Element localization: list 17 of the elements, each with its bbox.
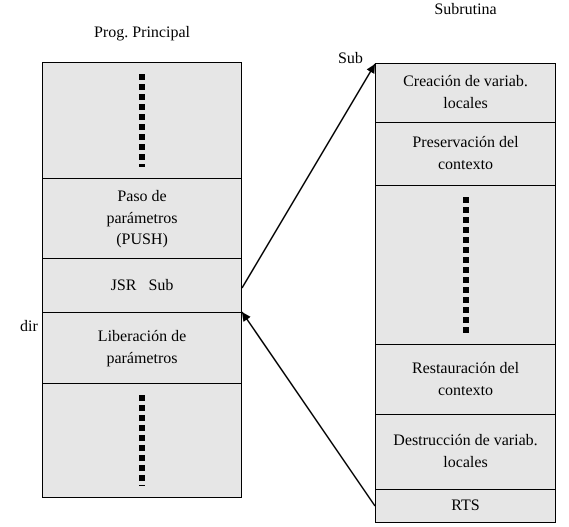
address-label: dir — [20, 318, 38, 336]
column-title: Prog. Principal — [93, 24, 191, 42]
memory-segment: Paso de parámetros (PUSH) — [42, 178, 242, 259]
memory-segment: RTS — [375, 489, 556, 523]
memory-segment: Liberación de parámetros — [42, 312, 242, 384]
memory-segment: Restauración del contexto — [375, 344, 556, 415]
arrow — [241, 64, 376, 288]
memory-segment: JSR Sub — [42, 258, 242, 313]
memory-segment — [375, 185, 556, 345]
memory-segment: Destrucción de variab. locales — [375, 414, 556, 490]
memory-segment — [42, 62, 242, 179]
column-title: Subrutina — [433, 1, 498, 19]
memory-segment — [42, 383, 242, 498]
memory-segment: Preservación del contexto — [375, 122, 556, 186]
arrow — [241, 312, 376, 506]
memory-segment: Creación de variab. locales — [375, 63, 556, 123]
address-label: Sub — [338, 50, 363, 68]
